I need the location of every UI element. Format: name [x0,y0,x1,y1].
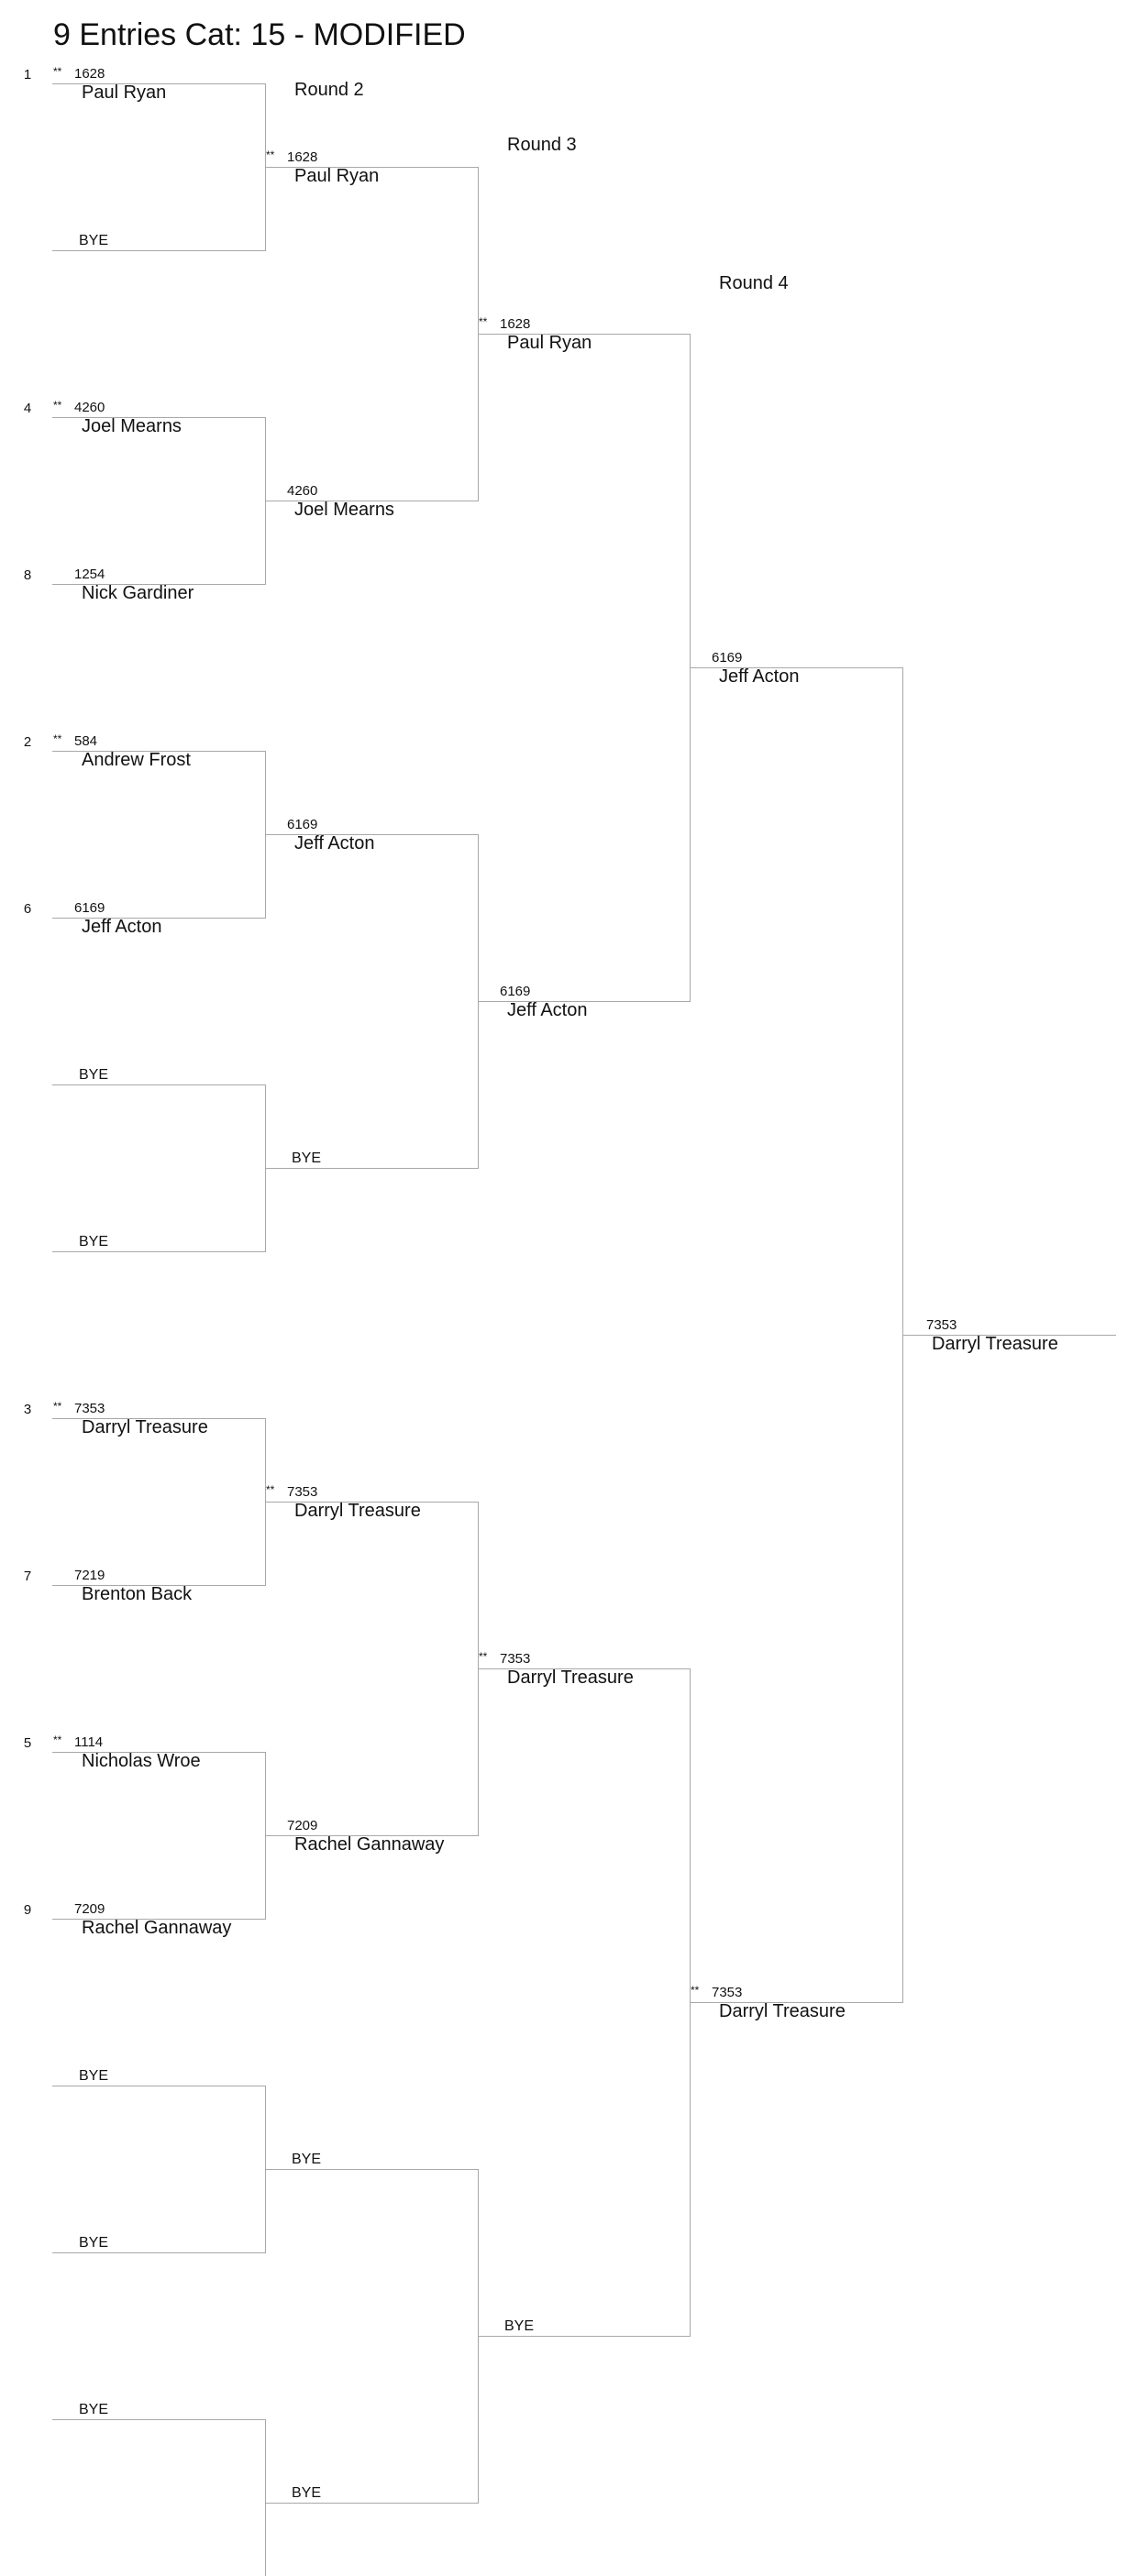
bracket-line [52,417,265,418]
entrant-number: 6169 [712,650,743,666]
entrant-number: 1628 [74,66,105,82]
entrant-number: 7209 [74,1901,105,1917]
seeded-marker: ** [266,1483,275,1496]
seed-number: 9 [23,1902,32,1918]
entrant-number: 1628 [500,316,531,332]
entrant-name: Jeff Acton [507,1000,588,1020]
entrant-number: 4260 [287,483,318,499]
bracket-line [52,918,265,919]
bracket-line [265,2503,478,2504]
bracket-line [52,2419,265,2420]
entrant-name: Jeff Acton [82,917,162,937]
entrant-name: Nicholas Wroe [82,1751,201,1771]
bracket-line [478,1001,690,1002]
bye-label: BYE [79,233,109,248]
seeded-marker: ** [53,732,62,745]
seed-number: 8 [23,567,32,583]
bracket-line [690,667,902,668]
entrant-name: Paul Ryan [507,333,592,353]
champion-number: 7353 [926,1317,957,1333]
seed-number: 1 [23,67,32,83]
bracket-line [265,834,478,835]
round-heading: Round 4 [719,273,789,293]
bye-label: BYE [79,2402,109,2417]
entrant-name: Darryl Treasure [507,1668,634,1688]
seed-number: 3 [23,1402,32,1417]
entrant-number: 7353 [500,1651,531,1667]
bracket-line [265,2169,478,2170]
bracket-line [52,751,265,752]
entrant-name: Paul Ryan [294,166,380,186]
bye-label: BYE [79,2068,109,2084]
entrant-number: 7219 [74,1568,105,1583]
entrant-number: 1114 [74,1734,104,1750]
entrant-number: 6169 [500,984,531,999]
entrant-name: Andrew Frost [82,750,191,770]
bracket-line [52,250,265,251]
bracket-line [52,1251,265,1252]
seeded-marker: ** [479,315,488,328]
entrant-name: Paul Ryan [82,83,167,103]
champion-name: Darryl Treasure [932,1334,1058,1354]
seed-number: 5 [23,1735,32,1751]
entrant-number: 6169 [287,817,318,832]
bye-label: BYE [292,2152,322,2167]
entrant-number: 7353 [74,1401,105,1416]
entrant-number: 7353 [712,1985,743,2000]
entrant-name: Joel Mearns [294,500,394,520]
entrant-number: 6169 [74,900,105,916]
entrant-name: Brenton Back [82,1584,193,1604]
seeded-marker: ** [53,1734,62,1746]
bracket-line [265,167,478,168]
entrant-number: 4260 [74,400,105,415]
bracket-line [52,2252,265,2253]
bye-label: BYE [79,1234,109,1249]
round-heading: Round 2 [294,80,364,100]
bracket-line [52,83,265,84]
seeded-marker: ** [53,65,62,78]
bye-label: BYE [79,2235,109,2251]
bracket-line [265,1168,478,1169]
bye-label: BYE [504,2318,535,2334]
entrant-number: 1254 [74,567,105,582]
entrant-number: 1628 [287,149,318,165]
seeded-marker: ** [53,1400,62,1413]
bye-label: BYE [292,2485,322,2501]
entrant-number: 584 [74,733,98,749]
bracket-line [52,584,265,585]
bracket-line [52,1084,265,1085]
seed-number: 4 [23,401,32,416]
entrant-name: Jeff Acton [294,833,375,853]
seed-number: 6 [23,901,32,917]
seeded-marker: ** [479,1650,488,1663]
entrant-number: 7353 [287,1484,318,1500]
entrant-name: Nick Gardiner [82,583,194,603]
seeded-marker: ** [53,399,62,412]
bye-label: BYE [292,1150,322,1166]
entrant-name: Darryl Treasure [719,2001,846,2021]
entrant-name: Jeff Acton [719,666,800,687]
entrant-name: Joel Mearns [82,416,182,436]
bracket-line [478,2336,690,2337]
bye-label: BYE [79,1067,109,1083]
entrant-name: Darryl Treasure [294,1501,421,1521]
bracket-line [478,334,690,335]
bracket-connector [265,2419,266,2576]
entrant-name: Rachel Gannaway [82,1918,232,1938]
entrant-name: Rachel Gannaway [294,1834,445,1855]
seed-number: 7 [23,1569,32,1584]
seeded-marker: ** [266,149,275,161]
seeded-marker: ** [691,1984,700,1997]
page-title: 9 Entries Cat: 15 - MODIFIED [53,17,466,52]
seed-number: 2 [23,734,32,750]
round-heading: Round 3 [507,135,577,155]
entrant-name: Darryl Treasure [82,1417,208,1437]
entrant-number: 7209 [287,1818,318,1833]
